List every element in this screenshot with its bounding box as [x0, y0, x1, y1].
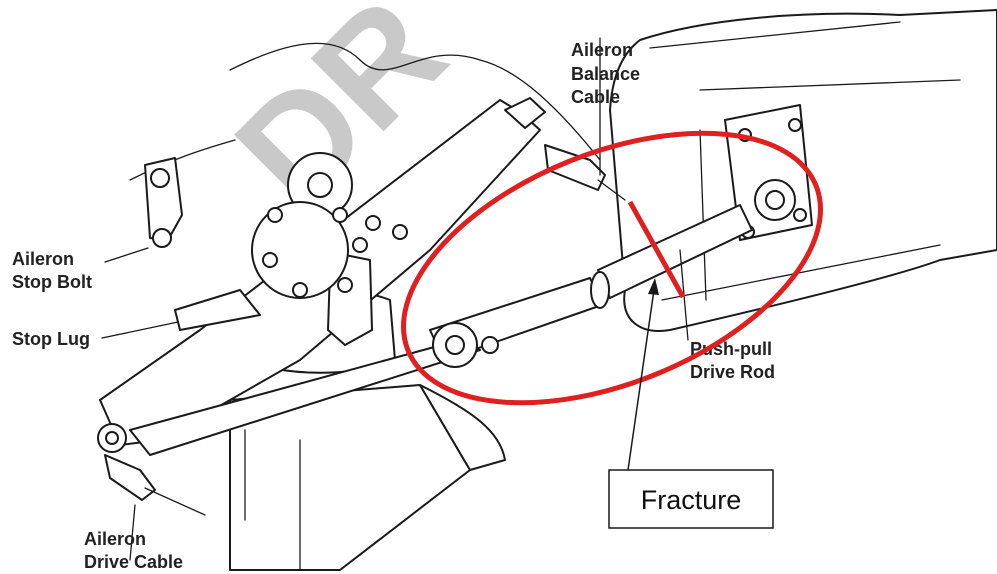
label-aileron-stop-bolt: Aileron Stop Bolt: [12, 249, 92, 292]
svg-text:Drive Rod: Drive Rod: [690, 362, 775, 382]
label-stop-lug: Stop Lug: [12, 329, 90, 349]
svg-text:Drive Cable: Drive Cable: [84, 552, 183, 572]
svg-text:Aileron: Aileron: [84, 529, 146, 549]
fracture-highlight-ellipse: [401, 130, 823, 406]
stop-bolt-assembly: [144, 157, 183, 248]
bellcrank: [97, 97, 546, 456]
fracture-callout-text: Fracture: [641, 485, 742, 515]
svg-text:Aileron: Aileron: [571, 40, 633, 60]
svg-text:Cable: Cable: [571, 87, 620, 107]
drive-cable-assembly: [104, 454, 206, 516]
svg-text:Push-pull: Push-pull: [690, 339, 772, 359]
fracture-arrow: [627, 278, 659, 471]
push-pull-drive-rod: [429, 204, 753, 368]
label-aileron-drive-cable: Aileron Drive Cable: [84, 529, 183, 572]
fracture-callout: Fracture: [608, 469, 774, 529]
label-aileron-balance-cable: Aileron Balance Cable: [571, 40, 640, 107]
svg-text:Aileron: Aileron: [12, 249, 74, 269]
fracture-mark: [627, 200, 686, 299]
svg-text:Stop Bolt: Stop Bolt: [12, 272, 92, 292]
label-push-pull-drive-rod: Push-pull Drive Rod: [690, 339, 775, 382]
svg-text:Balance: Balance: [571, 64, 640, 84]
